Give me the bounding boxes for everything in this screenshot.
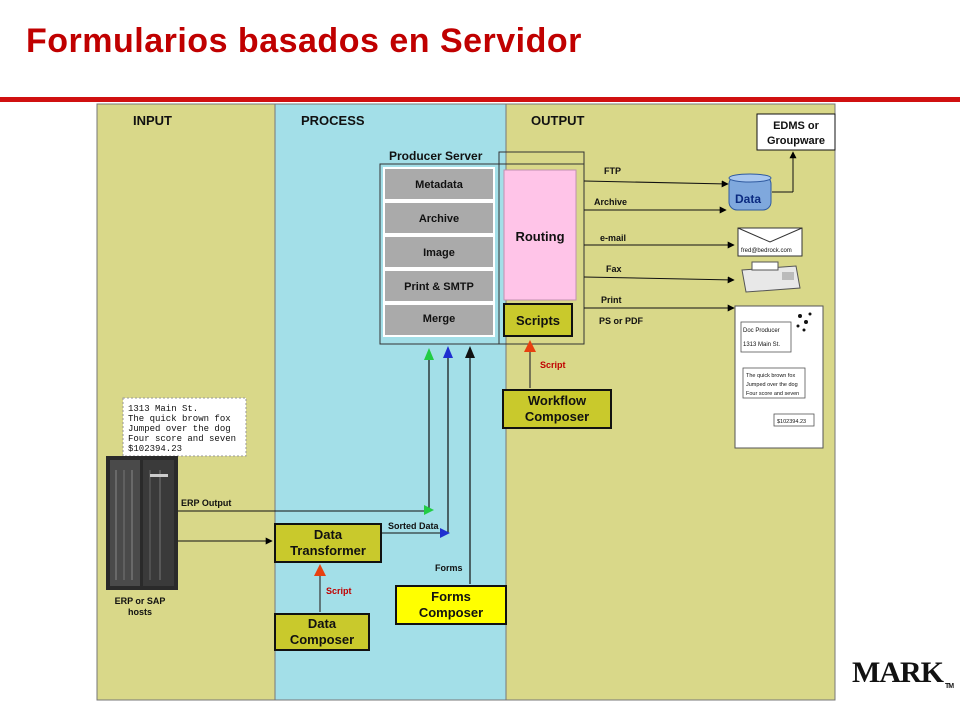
- svg-text:EDMS or: EDMS or: [773, 120, 820, 132]
- input-heading: INPUT: [133, 113, 172, 128]
- svg-text:Transformer: Transformer: [290, 543, 366, 558]
- database-icon: Data: [728, 173, 772, 211]
- svg-text:hosts: hosts: [128, 607, 152, 617]
- svg-text:Composer: Composer: [525, 409, 589, 424]
- output-heading: OUTPUT: [531, 113, 585, 128]
- data-transformer-box: [274, 523, 382, 563]
- forms-label: Forms: [435, 563, 463, 573]
- process-heading: PROCESS: [301, 113, 365, 128]
- svg-text:The quick brown fox: The quick brown fox: [128, 414, 231, 424]
- routing-box: [503, 169, 577, 301]
- fax-label: Fax: [606, 264, 622, 274]
- svg-text:Data: Data: [308, 616, 337, 631]
- scripts-label: Scripts: [516, 313, 560, 328]
- sorted-data-label: Sorted Data: [388, 521, 440, 531]
- raw-data-document: [122, 397, 247, 457]
- fax-machine-icon: [741, 261, 801, 293]
- svg-text:Metadata: Metadata: [415, 179, 464, 191]
- svg-text:Image: Image: [423, 247, 455, 259]
- svg-text:The quick brown fox: The quick brown fox: [746, 373, 795, 379]
- ps-pdf-label: PS or PDF: [599, 316, 644, 326]
- svg-text:Workflow: Workflow: [528, 393, 587, 408]
- svg-text:Composer: Composer: [419, 605, 483, 620]
- routing-outer-frame: [498, 151, 585, 345]
- print-label: Print: [601, 295, 622, 305]
- routing-label: Routing: [515, 229, 564, 244]
- svg-text:Data: Data: [735, 192, 761, 206]
- svg-text:Four score and seven: Four score and seven: [746, 391, 799, 397]
- svg-text:Print & SMTP: Print & SMTP: [404, 281, 474, 293]
- svg-text:Jumped over the dog: Jumped over the dog: [746, 382, 798, 388]
- svg-text:1313 Main St.: 1313 Main St.: [128, 404, 198, 414]
- svg-text:Merge: Merge: [423, 313, 455, 325]
- svg-text:fred@bedrock.com: fred@bedrock.com: [741, 248, 792, 254]
- data-composer-box: [274, 613, 370, 651]
- svg-text:Forms: Forms: [431, 589, 471, 604]
- erp-output-label: ERP Output: [181, 498, 231, 508]
- module-metadata: Metadata: [383, 167, 495, 201]
- forms-composer-box: [395, 585, 507, 625]
- module-archive: Archive: [383, 201, 495, 235]
- svg-text:$102394.23: $102394.23: [777, 419, 806, 425]
- svg-text:Jumped over the dog: Jumped over the dog: [128, 424, 231, 434]
- dalmatian-logo-icon: [796, 312, 812, 332]
- module-merge: Merge: [383, 303, 495, 337]
- svg-text:Archive: Archive: [419, 213, 459, 225]
- workflow-script-label: Script: [540, 360, 566, 370]
- module-image: Image: [383, 235, 495, 269]
- scripts-box: [503, 303, 573, 337]
- svg-text:$102394.23: $102394.23: [128, 444, 182, 454]
- envelope-icon: fred@bedrock.com: [737, 227, 803, 257]
- svg-text:Doc Producer: Doc Producer: [743, 328, 780, 334]
- module-print-smtp: Print & SMTP: [383, 269, 495, 303]
- erp-hosts-label: ERP or SAP: [115, 596, 166, 606]
- ftp-label: FTP: [604, 166, 621, 176]
- producer-server-label: Producer Server: [389, 149, 483, 163]
- title-rule: [0, 97, 960, 102]
- email-label: e-mail: [600, 233, 626, 243]
- server-tower-icon: [106, 456, 178, 590]
- svg-text:Composer: Composer: [290, 632, 354, 647]
- data-script-label: Script: [326, 586, 352, 596]
- svg-text:1313 Main St.: 1313 Main St.: [743, 342, 780, 348]
- edms-box: [756, 113, 836, 151]
- svg-text:Groupware: Groupware: [767, 135, 825, 147]
- svg-text:Data: Data: [314, 527, 343, 542]
- svg-text:Four score and seven: Four score and seven: [128, 434, 236, 444]
- archive-label: Archive: [594, 197, 627, 207]
- workflow-composer-box: [502, 389, 612, 429]
- slide-title: Formularios basados en Servidor: [26, 22, 582, 60]
